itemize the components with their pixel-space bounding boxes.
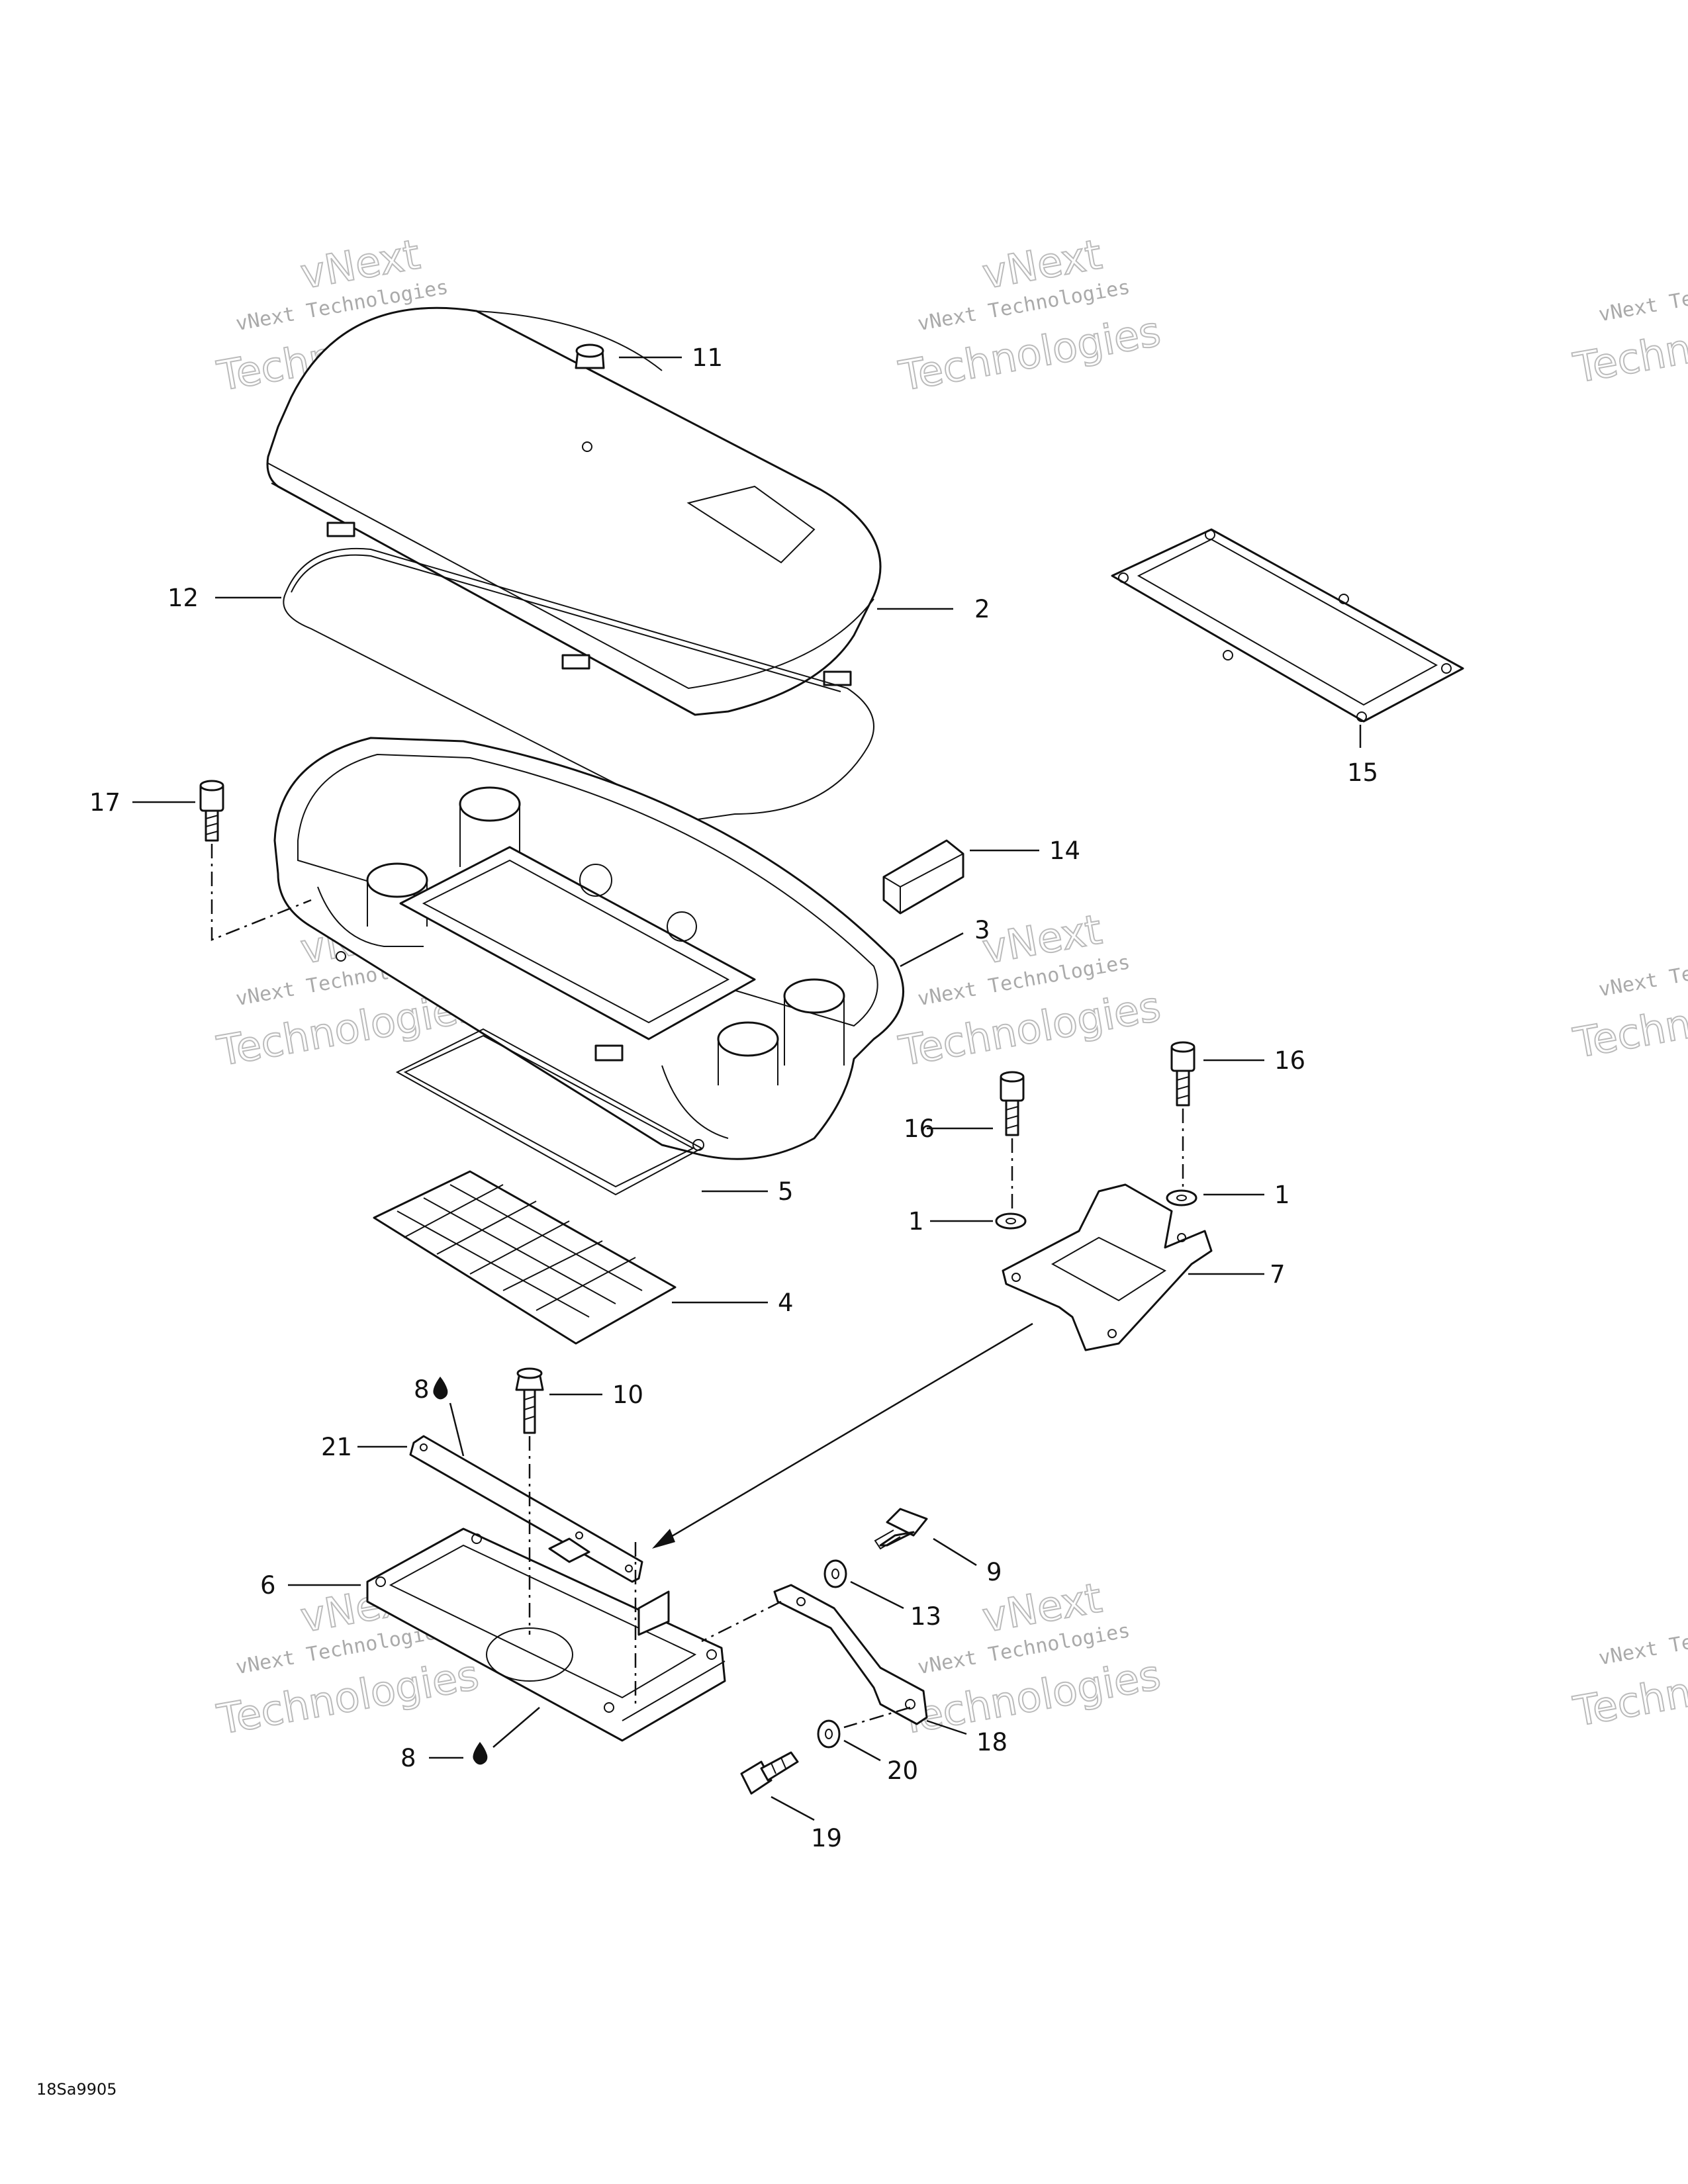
watermark: vNext vNext Technologies Technologies	[895, 904, 1165, 1076]
callout-11: 11	[692, 343, 723, 372]
part-2-cover	[266, 306, 882, 716]
part-15-gasket-plate	[1111, 528, 1464, 723]
callout-2: 2	[974, 595, 990, 623]
watermark: vNext Technologies Technologies	[1569, 941, 1688, 1068]
part-4-screen	[373, 1170, 677, 1345]
part-16-screw	[1170, 1041, 1196, 1107]
part-21-strip	[409, 1435, 643, 1583]
part-18-bracket	[773, 1584, 928, 1725]
part-9-screw	[874, 1508, 928, 1550]
part-11-plug	[575, 343, 605, 369]
callout-6: 6	[260, 1571, 276, 1600]
callout-15: 15	[1347, 758, 1378, 787]
part-20-washer	[817, 1719, 841, 1749]
oil-drop-icon	[433, 1377, 448, 1400]
oil-drop-icon	[473, 1742, 488, 1765]
part-1-washer	[995, 1212, 1027, 1230]
watermark: vNext Technologies Technologies	[1569, 1610, 1688, 1736]
watermark: vNext vNext Technologies Technologies	[895, 229, 1165, 401]
assembly-arrow	[652, 1322, 1033, 1549]
callout-17: 17	[89, 788, 120, 817]
callout-16: 16	[1274, 1046, 1305, 1075]
callout-1: 1	[1274, 1181, 1290, 1209]
callout-9: 9	[986, 1558, 1002, 1586]
callout-16: 16	[904, 1115, 935, 1143]
part-10-screw	[515, 1367, 544, 1434]
callout-19: 19	[811, 1824, 842, 1852]
part-14-clip	[882, 839, 964, 915]
callout-20: 20	[887, 1756, 918, 1785]
svg-text:vNext Technologies: vNext Technologies	[1597, 266, 1688, 326]
callout-5: 5	[778, 1177, 794, 1206]
centerline	[843, 1706, 911, 1729]
part-19-screw	[740, 1751, 799, 1795]
watermark: vNext Technologies Technologies	[1569, 266, 1688, 392]
centerline	[211, 844, 312, 941]
part-5-gasket-frame	[395, 1028, 704, 1196]
callout-4: 4	[778, 1289, 794, 1317]
callout-8: 8	[400, 1744, 416, 1772]
callout-8: 8	[414, 1375, 430, 1404]
part-12-gasket	[283, 547, 874, 822]
callout-14: 14	[1049, 837, 1080, 865]
callout-13: 13	[910, 1602, 941, 1631]
part-13-washer	[823, 1559, 847, 1588]
svg-text:vNext Technologies: vNext Technologies	[1597, 941, 1688, 1001]
part-1-washer	[1166, 1189, 1197, 1206]
leader-lines	[132, 356, 1362, 1821]
part-16-screw	[1000, 1071, 1025, 1136]
svg-text:vNext Technologies: vNext Technologies	[1597, 1610, 1688, 1670]
callout-10: 10	[612, 1381, 643, 1409]
callout-3: 3	[974, 916, 990, 944]
callout-18: 18	[976, 1728, 1008, 1756]
part-7-plate	[1002, 1183, 1213, 1351]
callout-1: 1	[908, 1207, 924, 1236]
part-17-screw	[199, 780, 224, 842]
part-3-base	[273, 737, 904, 1160]
callout-12: 12	[167, 584, 199, 612]
callout-21: 21	[321, 1433, 352, 1461]
centerline	[701, 1600, 782, 1643]
drawing-code: 18Sa9905	[36, 2080, 117, 2099]
callout-7: 7	[1270, 1260, 1286, 1289]
